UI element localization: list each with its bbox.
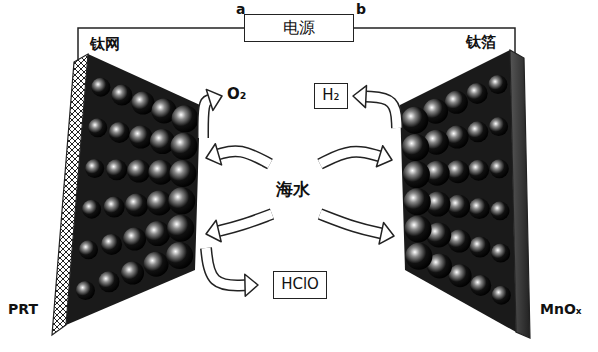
catalyst-sphere bbox=[125, 194, 148, 217]
catalyst-sphere bbox=[129, 126, 152, 149]
catalyst-sphere bbox=[168, 187, 195, 214]
arrow-outline bbox=[320, 152, 380, 164]
arrow-body bbox=[320, 214, 381, 233]
mnox-coating bbox=[400, 50, 516, 332]
catalyst-sphere bbox=[121, 262, 144, 285]
catalyst-sphere bbox=[404, 188, 431, 215]
node-text: H₂ bbox=[322, 86, 339, 104]
catalyst-sphere bbox=[172, 105, 199, 132]
arrow-head bbox=[379, 223, 394, 245]
catalyst-sphere bbox=[147, 190, 172, 215]
node-text: 电源 bbox=[283, 18, 315, 37]
arrow-head bbox=[376, 146, 392, 167]
catalyst-sphere bbox=[98, 271, 119, 292]
catalyst-sphere bbox=[88, 118, 107, 137]
catalyst-sphere bbox=[170, 133, 197, 160]
catalyst-sphere bbox=[489, 117, 508, 136]
terminal-label: a bbox=[236, 2, 245, 17]
power-supply-box: 电源 bbox=[244, 14, 354, 42]
product-box: H₂ bbox=[314, 83, 347, 109]
arrow-body bbox=[219, 214, 272, 231]
catalyst-sphere bbox=[469, 198, 490, 219]
node-text: HClO bbox=[281, 275, 319, 293]
arrow-head bbox=[206, 144, 222, 165]
flow-arrow bbox=[203, 89, 222, 138]
terminal-label: b bbox=[356, 2, 366, 17]
catalyst-sphere bbox=[131, 92, 154, 115]
catalyst-sphere bbox=[127, 160, 150, 183]
coating-label: MnOₓ bbox=[540, 302, 582, 317]
flow-arrow bbox=[353, 86, 397, 128]
catalyst-sphere bbox=[76, 281, 95, 300]
catalyst-sphere bbox=[491, 244, 510, 263]
catalyst-sphere bbox=[490, 159, 509, 178]
arrow-body bbox=[218, 151, 270, 164]
catalyst-sphere bbox=[403, 161, 430, 188]
catalyst-sphere bbox=[467, 83, 488, 104]
arrow-head bbox=[206, 220, 221, 241]
catalyst-sphere bbox=[488, 75, 507, 94]
catalyst-sphere bbox=[109, 122, 130, 143]
catalyst-sphere bbox=[91, 78, 110, 97]
catalyst-sphere bbox=[167, 215, 194, 242]
catalyst-sphere bbox=[447, 195, 470, 218]
catalyst-sphere bbox=[492, 286, 511, 305]
catalyst-sphere bbox=[82, 200, 101, 219]
arrow-body bbox=[366, 97, 397, 128]
catalyst-sphere bbox=[446, 160, 469, 183]
arrow-body bbox=[320, 152, 380, 164]
catalyst-sphere bbox=[123, 228, 146, 251]
catalyst-sphere bbox=[445, 91, 468, 114]
catalyst-sphere bbox=[470, 237, 491, 258]
seawater-label: 海水 bbox=[276, 180, 310, 199]
catalyst-sphere bbox=[401, 107, 428, 134]
flow-arrow bbox=[206, 248, 258, 296]
catalyst-sphere bbox=[144, 252, 169, 277]
product-box: HClO bbox=[273, 271, 327, 299]
flow-arrow bbox=[206, 214, 272, 242]
catalyst-sphere bbox=[449, 264, 472, 287]
flow-arrow bbox=[206, 144, 270, 165]
catalyst-sphere bbox=[448, 230, 471, 253]
catalyst-sphere bbox=[85, 159, 104, 178]
catalyst-sphere bbox=[405, 216, 432, 243]
catalyst-sphere bbox=[490, 201, 509, 220]
catalyst-sphere bbox=[470, 275, 491, 296]
catalyst-sphere bbox=[101, 234, 122, 255]
catalyst-sphere bbox=[169, 160, 196, 187]
arrow-outline bbox=[366, 97, 397, 128]
flow-arrow bbox=[320, 146, 392, 167]
electrode-label: 钛网 bbox=[90, 36, 120, 53]
catalyst-sphere bbox=[446, 126, 469, 149]
catalyst-sphere bbox=[402, 134, 429, 161]
arrow-head bbox=[206, 89, 222, 110]
arrow-outline bbox=[203, 100, 210, 138]
catalyst-sphere bbox=[405, 243, 432, 270]
catalyst-sphere bbox=[145, 221, 170, 246]
gas-label: O₂ bbox=[227, 86, 246, 103]
catalyst-sphere bbox=[104, 197, 125, 218]
titanium-foil bbox=[510, 50, 530, 338]
flow-arrow bbox=[320, 214, 394, 244]
arrow-body bbox=[206, 248, 245, 285]
arrow-head bbox=[353, 86, 366, 108]
arrow-outline bbox=[219, 214, 272, 231]
catalyst-sphere bbox=[467, 121, 488, 142]
arrow-outline bbox=[218, 151, 270, 164]
coating-label: PRT bbox=[8, 302, 38, 317]
arrow-body bbox=[203, 100, 210, 138]
catalyst-sphere bbox=[111, 85, 132, 106]
wire bbox=[354, 28, 515, 54]
wire bbox=[78, 28, 244, 60]
catalyst-sphere bbox=[106, 159, 127, 180]
arrow-outline bbox=[320, 214, 381, 233]
catalyst-sphere bbox=[468, 160, 489, 181]
prt-coating bbox=[66, 54, 200, 325]
arrow-head bbox=[245, 274, 258, 296]
catalyst-sphere bbox=[79, 240, 98, 259]
catalyst-sphere bbox=[166, 242, 193, 269]
arrow-outline bbox=[206, 248, 245, 285]
electrode-label: 钛箔 bbox=[466, 34, 496, 51]
